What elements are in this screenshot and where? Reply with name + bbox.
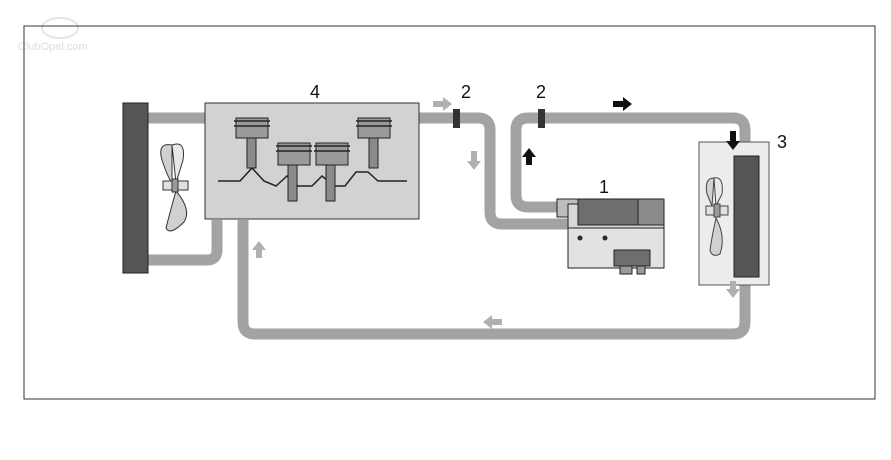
crankshaft-line bbox=[218, 166, 407, 187]
flow-arrow-icon bbox=[433, 97, 452, 111]
label-valve-left: 2 bbox=[461, 82, 471, 102]
label-valve-right: 2 bbox=[536, 82, 546, 102]
label-heat-exchanger: 3 bbox=[777, 132, 787, 152]
flow-arrow-icon bbox=[726, 281, 740, 298]
piston-icon bbox=[314, 142, 350, 202]
label-heater: 1 bbox=[599, 177, 609, 197]
flow-arrow-icon bbox=[726, 131, 740, 150]
watermark: ClubOpel.com bbox=[18, 17, 88, 53]
valve-left bbox=[453, 109, 460, 128]
pipe-radiator-bottom bbox=[148, 220, 223, 266]
flow-arrow-icon bbox=[522, 148, 536, 165]
piston-icon bbox=[356, 117, 392, 169]
radiator bbox=[122, 102, 149, 274]
pipe-heater-to-exchanger bbox=[510, 112, 751, 213]
flow-arrow-icon bbox=[467, 151, 481, 170]
piston-icon bbox=[234, 117, 270, 169]
heat-exchanger-core bbox=[733, 155, 760, 278]
fan-icon bbox=[160, 143, 189, 232]
pipe-engine-to-heater bbox=[418, 112, 570, 230]
flow-arrow-icon bbox=[252, 241, 266, 258]
piston-icon bbox=[276, 142, 312, 202]
pipe-return bbox=[237, 220, 751, 340]
watermark-text: ClubOpel.com bbox=[18, 41, 88, 53]
fan-icon bbox=[705, 177, 729, 256]
flow-arrow-icon bbox=[613, 97, 632, 111]
coolant-pipes bbox=[148, 112, 751, 340]
label-engine: 4 bbox=[310, 82, 320, 102]
flow-arrow-icon bbox=[483, 315, 502, 329]
heater-unit-icon bbox=[556, 198, 665, 275]
valve-right bbox=[538, 109, 545, 128]
diagram-frame bbox=[23, 25, 876, 400]
